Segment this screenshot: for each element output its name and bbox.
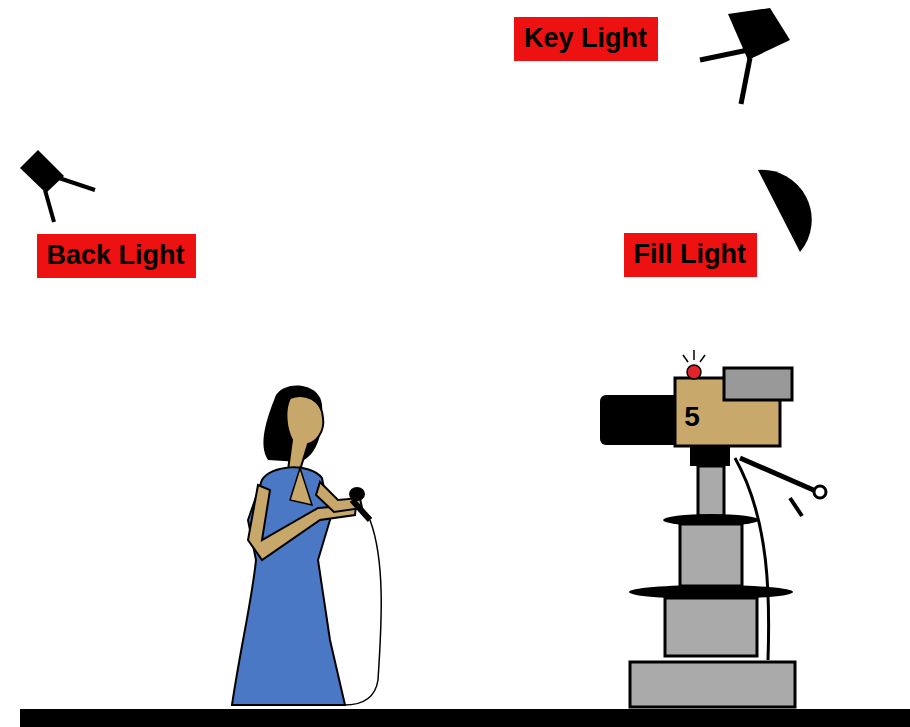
light-name: Key Light [524, 23, 648, 54]
camera-number: 5 [684, 403, 700, 431]
floor [20, 709, 910, 727]
fill-light-lamp [758, 170, 812, 252]
light-label-box: Key Light [514, 17, 658, 61]
light-name: Back Light [47, 240, 186, 271]
presenter-figure [232, 385, 381, 705]
light-name: Fill Light [634, 239, 747, 270]
light-label-box: Fill Light [624, 233, 757, 277]
light-label-box: Back Light [37, 234, 196, 278]
key-light-lamp [700, 8, 790, 104]
back-light-lamp [20, 150, 95, 222]
tv-camera [600, 350, 826, 707]
